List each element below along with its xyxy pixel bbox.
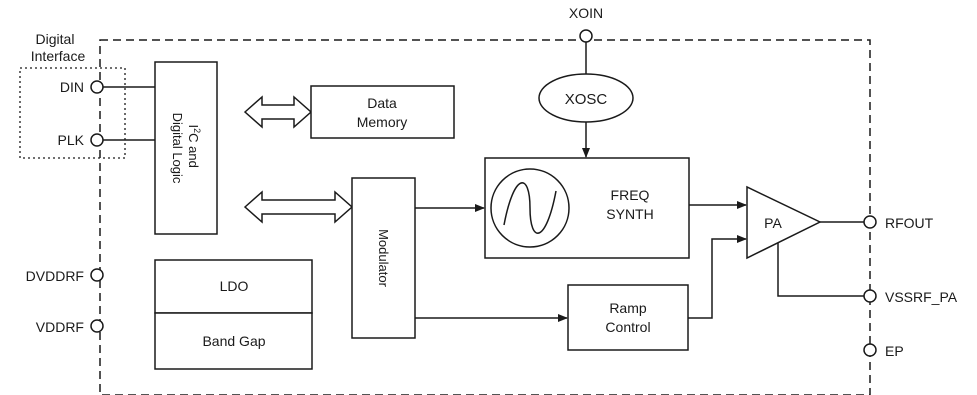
plk-pin-label: PLK	[58, 132, 85, 148]
pa-to-vssrf-wire	[777, 243, 864, 297]
plk-pin	[90, 133, 104, 147]
modulator-block	[351, 177, 416, 339]
xoin-pin-label: XOIN	[569, 5, 603, 21]
band-gap-block	[154, 312, 313, 370]
data-memory-block	[310, 85, 455, 139]
freq-synth-label-line2: SYNTH	[606, 206, 653, 222]
din-pin	[90, 80, 104, 94]
ramp-control-label-line2: Control	[605, 319, 650, 335]
digital-interface-label-line1: Digital	[36, 31, 75, 47]
ldo-block	[154, 259, 313, 314]
dvddrf-pin	[90, 268, 104, 282]
rfout-pin-label: RFOUT	[885, 215, 934, 231]
vssrf-pa-pin	[863, 289, 877, 303]
i2c-memory-bus-arrow	[243, 95, 313, 129]
xoin-pin	[579, 29, 593, 43]
data-memory-label-line1: Data	[367, 95, 397, 111]
pa-label: PA	[764, 215, 782, 231]
vddrf-pin	[90, 319, 104, 333]
vddrf-pin-label: VDDRF	[36, 319, 84, 335]
data-memory-label-line2: Memory	[357, 114, 408, 130]
din-pin-label: DIN	[60, 79, 84, 95]
ep-pin	[863, 343, 877, 357]
pa-amplifier	[746, 185, 822, 260]
ep-pin-label: EP	[885, 343, 904, 359]
band-gap-label: Band Gap	[202, 333, 265, 349]
vssrf-pa-pin-label: VSSRF_PA	[885, 289, 958, 305]
rfout-pin	[863, 215, 877, 229]
i2c-digital-logic-label: I2C and Digital Logic	[170, 113, 202, 184]
digital-interface-group	[19, 67, 126, 159]
ldo-label: LDO	[220, 278, 249, 294]
ramp-control-label-line1: Ramp	[609, 300, 647, 316]
ramp-to-pa-wire	[688, 235, 747, 319]
modulator-label: Modulator	[376, 229, 391, 287]
xosc-label: XOSC	[565, 91, 608, 108]
i2c-digital-logic-block	[154, 61, 218, 235]
chip-boundary	[99, 39, 871, 395]
dvddrf-pin-label: DVDDRF	[26, 268, 84, 284]
freq-synth-label-line1: FREQ	[611, 187, 650, 203]
i2c-modulator-bus-arrow	[243, 190, 354, 224]
digital-interface-label-line2: Interface	[31, 48, 86, 64]
ramp-control-block	[567, 284, 689, 351]
sine-wave-icon	[503, 182, 557, 234]
